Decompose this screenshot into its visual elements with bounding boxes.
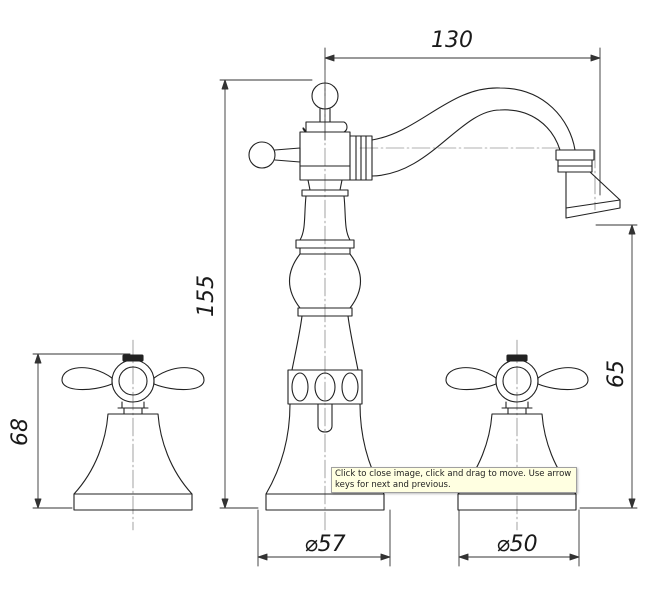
left-cross-handle	[61, 354, 205, 511]
dim-diameter-57-label: ⌀57	[304, 532, 345, 557]
tooltip-text: Click to close image, click and drag to …	[335, 469, 572, 490]
dim-68-label: 68	[8, 418, 33, 446]
dim-65-label: 65	[604, 360, 629, 388]
dim-diameter-50-label: ⌀50	[496, 532, 537, 557]
dimension-lines	[32, 47, 638, 567]
central-spout-body	[248, 82, 621, 511]
image-viewer-tooltip[interactable]: Click to close image, click and drag to …	[331, 467, 577, 493]
dim-155-label: 155	[194, 275, 219, 317]
center-lines	[132, 69, 596, 531]
dim-130-label: 130	[431, 28, 473, 53]
right-cross-handle	[445, 354, 589, 511]
